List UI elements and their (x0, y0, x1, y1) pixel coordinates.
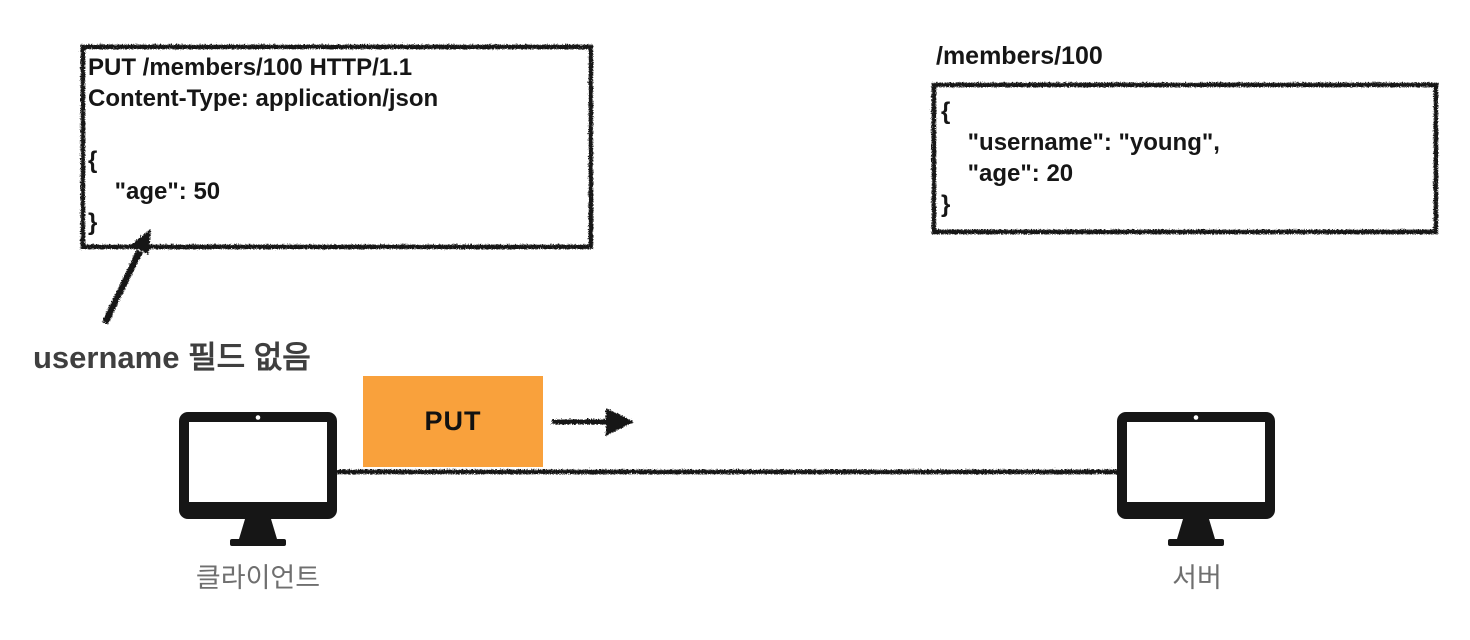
resource-json-text: { "username": "young", "age": 20 } (941, 98, 1220, 218)
annotation-missing-username: username 필드 없음 (33, 340, 311, 375)
webcam-dot (255, 415, 261, 420)
put-method-badge: PUT (363, 376, 543, 467)
http-request-text: PUT /members/100 HTTP/1.1 Content-Type: … (88, 54, 439, 236)
put-method-label: PUT (424, 406, 482, 436)
resource-box-border (930, 81, 1438, 234)
webcam-dot (1193, 415, 1199, 420)
server-label: 서버 (1172, 563, 1222, 593)
monitor-icon (179, 412, 337, 546)
monitor-base (230, 539, 286, 546)
monitor-base (1168, 539, 1224, 546)
resource-path-label: /members/100 (936, 42, 1103, 70)
request-box-border (79, 43, 593, 249)
monitor-icon (1117, 412, 1275, 546)
monitor-stand (1177, 519, 1215, 539)
monitor-stand (239, 519, 277, 539)
client-label: 클라이언트 (195, 563, 321, 593)
arrow-right-icon (551, 407, 633, 435)
arrow-up-right-icon (101, 228, 150, 324)
sketch-layer (79, 43, 1438, 474)
